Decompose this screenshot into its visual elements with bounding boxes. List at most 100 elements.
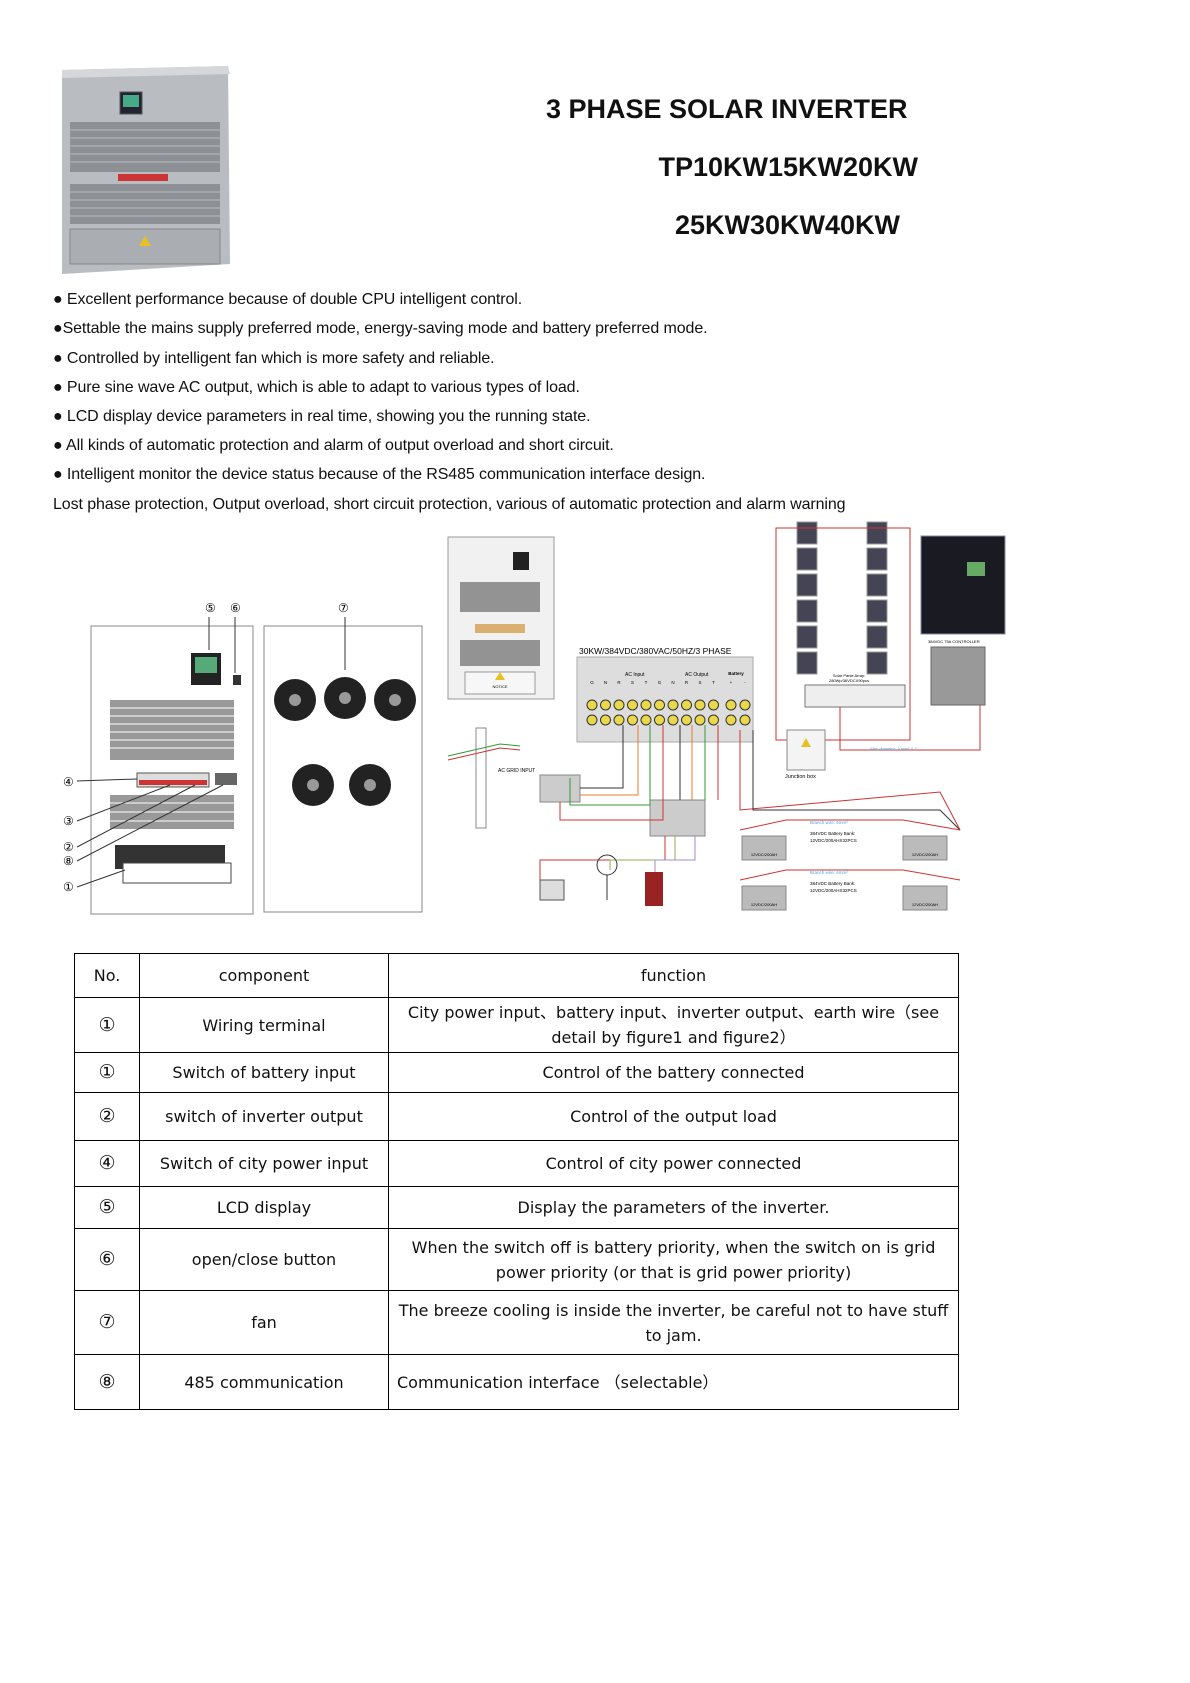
row-component: Switch of city power input bbox=[139, 1140, 389, 1187]
callout-4: ④ bbox=[63, 775, 74, 789]
terminal-screw-icon bbox=[640, 699, 652, 711]
solar-array-spec: 280Wp/36VDCX90pcs bbox=[829, 678, 869, 683]
row-no: ⑥ bbox=[74, 1228, 140, 1291]
feature-item: Lost phase protection, Output overload, … bbox=[53, 496, 846, 513]
table-header-row: No. component function bbox=[74, 953, 959, 998]
controller-icon bbox=[920, 535, 1006, 635]
row-function: City power input、battery input、inverter … bbox=[388, 997, 959, 1053]
terminal-screw-icon bbox=[667, 699, 679, 711]
combiner-box-icon bbox=[804, 684, 906, 708]
wiring-system-diagram: NOTICE 30KW/384VDC/380VAC/50HZ/3 PHASE A… bbox=[447, 521, 1006, 911]
row-function: Display the parameters of the inverter. bbox=[388, 1186, 959, 1229]
row-component: Switch of battery input bbox=[139, 1052, 389, 1093]
callout-6: ⑥ bbox=[230, 601, 241, 615]
fan-load-icon bbox=[596, 854, 618, 876]
branch-wire-label: Branch wire: 6mm² bbox=[810, 870, 848, 875]
terminal-label: - bbox=[744, 680, 746, 685]
terminal-screw-icon bbox=[694, 714, 706, 726]
solar-panel-icon bbox=[796, 599, 818, 623]
model-line-2: 25KW30KW40KW bbox=[674, 210, 900, 240]
battery-icon: 12VDC/200AH bbox=[902, 885, 948, 911]
terminal-screw-icon bbox=[681, 714, 692, 726]
terminal-screw-icon bbox=[694, 699, 706, 711]
solar-panel-icon bbox=[866, 651, 888, 675]
row-component: switch of inverter output bbox=[139, 1092, 389, 1141]
document-title: 3 PHASE SOLAR INVERTER bbox=[546, 94, 908, 124]
row-component: 485 communication bbox=[139, 1354, 389, 1410]
feature-item: ● Intelligent monitor the device status … bbox=[53, 466, 706, 483]
terminal-label: N bbox=[671, 680, 674, 685]
system-spec-label: 30KW/384VDC/380VAC/50HZ/3 PHASE bbox=[579, 646, 732, 656]
solar-panel-icon bbox=[866, 547, 888, 571]
terminal-screw-icon bbox=[613, 699, 625, 711]
solar-panel-icon bbox=[866, 599, 888, 623]
row-function: The breeze cooling is inside the inverte… bbox=[388, 1290, 959, 1355]
junction-box-icon bbox=[786, 729, 826, 771]
computer-icon bbox=[539, 879, 565, 901]
terminal-label: N bbox=[604, 680, 607, 685]
controller-unit-icon bbox=[930, 646, 986, 706]
terminal-screw-icon bbox=[586, 714, 598, 726]
battery-icon: 12VDC/200AH bbox=[741, 885, 787, 911]
terminal-screw-icon bbox=[725, 699, 737, 711]
terminal-screw-icon bbox=[725, 714, 737, 726]
terminal-label: T bbox=[645, 680, 648, 685]
row-component: fan bbox=[139, 1290, 389, 1355]
feature-item: ● Controlled by intelligent fan which is… bbox=[53, 350, 495, 367]
solar-panel-icon bbox=[796, 521, 818, 545]
terminal-screw-icon bbox=[654, 699, 665, 711]
solar-array-label: Solar Panle Array: bbox=[833, 673, 865, 678]
row-no: ⑤ bbox=[74, 1186, 140, 1229]
terminal-label: R bbox=[685, 680, 689, 685]
battery-icon: 12VDC/200AH bbox=[902, 835, 948, 861]
terminal-screw-icon bbox=[640, 714, 652, 726]
row-no: ⑦ bbox=[74, 1290, 140, 1355]
solar-panel-icon bbox=[796, 573, 818, 597]
terminal-screw-icon bbox=[627, 699, 638, 711]
terminal-label: G bbox=[590, 680, 594, 685]
terminal-label: + bbox=[730, 680, 733, 685]
header-function: function bbox=[388, 953, 959, 998]
battery-icon: 12VDC/200AH bbox=[741, 835, 787, 861]
terminal-screw-icon bbox=[739, 714, 751, 726]
row-function: Control of city power connected bbox=[388, 1140, 959, 1187]
header-no: No. bbox=[74, 953, 140, 998]
terminal-screw-icon bbox=[586, 699, 598, 711]
branch-wire-label: Branch wire: 6mm² bbox=[810, 820, 848, 825]
terminal-screw-icon bbox=[613, 714, 625, 726]
terminal-label: T bbox=[712, 680, 715, 685]
breaker-box-icon bbox=[649, 799, 706, 837]
wire-diameter-label: Wire diameter: 10mm² X 2 bbox=[870, 746, 917, 751]
feature-item: ● LCD display device parameters in real … bbox=[53, 408, 591, 425]
row-function: Communication interface （selectable） bbox=[388, 1354, 959, 1410]
battery-label: Battery bbox=[728, 671, 744, 676]
callout-3: ③ bbox=[63, 814, 74, 828]
row-component: LCD display bbox=[139, 1186, 389, 1229]
callout-7: ⑦ bbox=[338, 601, 349, 615]
battery-unit-label: 12VDC/200AH bbox=[751, 852, 777, 857]
feature-item: ● Excellent performance because of doubl… bbox=[53, 291, 523, 308]
junction-box-label: Junction box bbox=[785, 774, 816, 780]
notice-label: NOTICE bbox=[492, 684, 507, 689]
callout-2: ② bbox=[63, 840, 74, 854]
terminal-board bbox=[576, 656, 754, 743]
ac-grid-input-label: AC GRID INPUT bbox=[498, 768, 535, 774]
terminal-screw-icon bbox=[739, 699, 751, 711]
battery-bank-spec: 12VDC/200AHX32PCS bbox=[810, 838, 857, 843]
terminal-screw-icon bbox=[667, 714, 679, 726]
row-function: When the switch off is battery priority,… bbox=[388, 1228, 959, 1291]
terminal-screw-icon bbox=[600, 714, 611, 726]
terminal-screw-icon bbox=[600, 699, 611, 711]
row-function: Control of the battery connected bbox=[388, 1052, 959, 1093]
terminal-label: R bbox=[617, 680, 621, 685]
ac-output-label: AC Output bbox=[685, 672, 709, 678]
battery-unit-label: 12VDC/200AH bbox=[912, 852, 938, 857]
terminal-label: S bbox=[631, 680, 634, 685]
row-no: ② bbox=[74, 1092, 140, 1141]
rs485-port-icon bbox=[215, 773, 237, 785]
feature-item: ● Pure sine wave AC output, which is abl… bbox=[53, 379, 580, 396]
breaker-box-icon bbox=[539, 774, 581, 803]
